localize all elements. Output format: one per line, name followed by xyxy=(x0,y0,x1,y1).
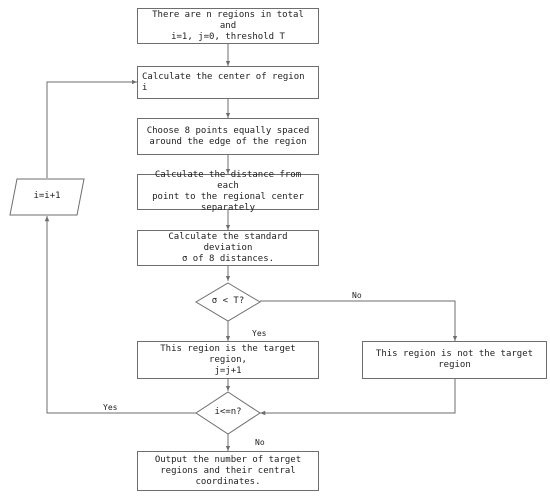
not-target-box: This region is not the target region xyxy=(362,341,547,379)
output-box: Output the number of target regions and … xyxy=(137,451,319,491)
decision-i-label: i<=n? xyxy=(214,407,242,417)
arrow-not-target-to-decision-i xyxy=(260,379,456,416)
calc-distance-box: Calculate the distance from each point t… xyxy=(137,170,319,213)
calc-std-box: Calculate the standard deviation σ of 8 … xyxy=(137,230,319,266)
increment-label: i=i+1 xyxy=(33,191,61,201)
arrow-decision-i-to-increment xyxy=(44,216,196,414)
increment-shape xyxy=(9,178,85,216)
calc-center-box: Calculate the center of region i xyxy=(137,66,319,99)
decision-sigma-label: σ < T? xyxy=(211,296,245,306)
label-yes-i: Yes xyxy=(103,403,118,412)
choose-points-box: Choose 8 points equally spaced around th… xyxy=(137,118,319,155)
label-no-sigma: No xyxy=(352,291,362,300)
label-no-i: No xyxy=(255,438,265,447)
arrow-decision-to-not-target xyxy=(260,300,458,341)
target-region-box: This region is the target region, j=j+1 xyxy=(137,341,319,379)
decision-i-shape xyxy=(195,391,261,435)
decision-sigma-shape xyxy=(195,282,261,322)
label-yes-sigma: Yes xyxy=(252,329,267,338)
arrow-increment-to-center xyxy=(46,79,137,178)
start-box: There are n regions in total and i=1, j=… xyxy=(137,8,319,44)
